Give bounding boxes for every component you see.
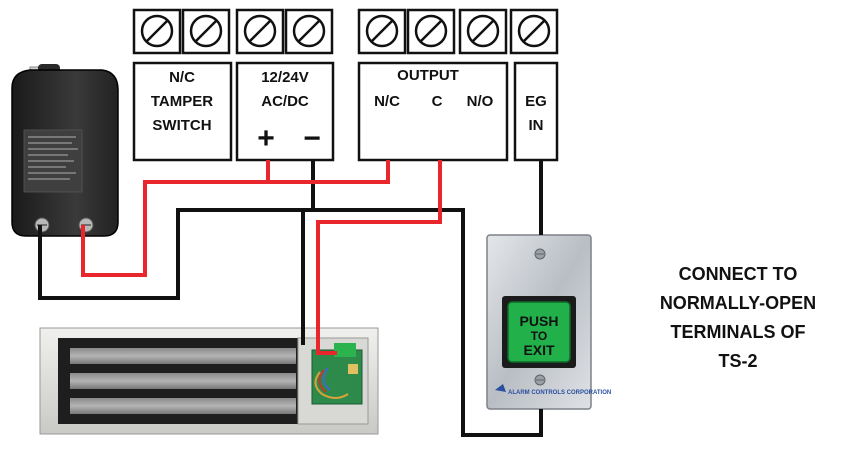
note-line-2: NORMALLY-OPEN	[660, 293, 816, 313]
screw-terminal-2	[181, 8, 231, 55]
plus-symbol: +	[257, 122, 275, 155]
minus-symbol: −	[303, 122, 321, 155]
exit-button-plate: PUSH TO EXIT ALARM CONTROLS CORPORATION	[486, 234, 611, 410]
screw-terminal-6	[406, 8, 456, 55]
tamper-label-line-3: SWITCH	[152, 117, 211, 134]
power-input-box: 12/24V AC/DC + −	[235, 61, 335, 162]
screw-terminal-5	[357, 8, 407, 55]
screw-terminal-7	[458, 8, 508, 55]
note-line-3: TERMINALS OF	[671, 322, 806, 342]
power-adapter	[11, 64, 119, 237]
eg-in-box: EG IN	[513, 61, 559, 162]
output-c-label: C	[432, 93, 443, 110]
push-label-line-1: PUSH	[520, 313, 559, 329]
note-line-4: TS-2	[718, 351, 757, 371]
tamper-label-line-1: N/C	[169, 69, 195, 86]
screw-terminal-3	[235, 8, 285, 55]
push-label-line-2: TO	[531, 329, 547, 343]
output-title: OUTPUT	[397, 67, 459, 84]
push-to-exit-button	[507, 301, 571, 363]
output-no-label: N/O	[467, 93, 494, 110]
tamper-label-line-2: TAMPER	[151, 93, 213, 110]
eg-label-line-1: EG	[525, 93, 547, 110]
maker-name: ALARM CONTROLS CORPORATION	[508, 390, 611, 396]
output-nc-label: N/C	[374, 93, 400, 110]
negative-wires	[38, 160, 543, 437]
tamper-switch-box: N/C TAMPER SWITCH	[132, 61, 233, 162]
power-label-line-1: 12/24V	[261, 69, 309, 86]
note-line-1: CONNECT TO	[679, 264, 798, 284]
connection-note: CONNECT TO NORMALLY-OPEN TERMINALS OF TS…	[660, 264, 816, 371]
eg-label-line-2: IN	[529, 117, 544, 134]
output-box: OUTPUT N/C C N/O	[357, 61, 509, 162]
screw-terminals-right	[357, 8, 559, 55]
screw-terminal-1	[132, 8, 182, 55]
screw-terminal-8	[509, 8, 559, 55]
screw-terminal-4	[284, 8, 334, 55]
positive-wires	[81, 160, 442, 355]
power-label-line-2: AC/DC	[261, 93, 309, 110]
maker-logo-icon	[495, 384, 506, 392]
push-label-line-3: EXIT	[523, 342, 555, 358]
magnetic-lock	[39, 327, 379, 435]
screw-terminals-left	[132, 8, 334, 55]
